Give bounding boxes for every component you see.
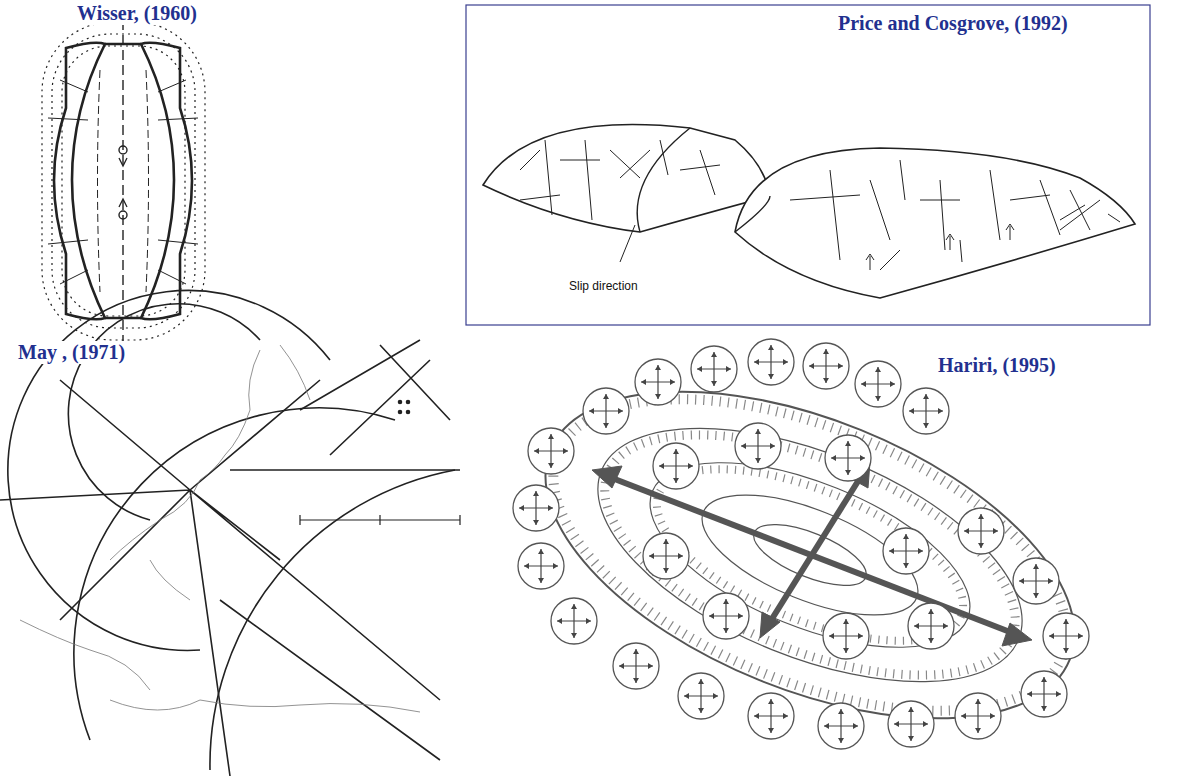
- panel-frame: [466, 5, 1150, 325]
- figure-title: May , (1971): [16, 341, 127, 364]
- may-figure: [0, 290, 460, 776]
- wisser-figure: [42, 20, 205, 342]
- figure-title: Hariri, (1995): [936, 354, 1058, 377]
- figure-title: Price and Cosgrove, (1992): [836, 12, 1070, 35]
- price-cosgrove-figure: [483, 125, 1135, 298]
- figure-title: Wisser, (1960): [75, 2, 199, 25]
- hariri-figure: [500, 325, 1120, 776]
- figure-annotation: Slip direction: [568, 279, 639, 293]
